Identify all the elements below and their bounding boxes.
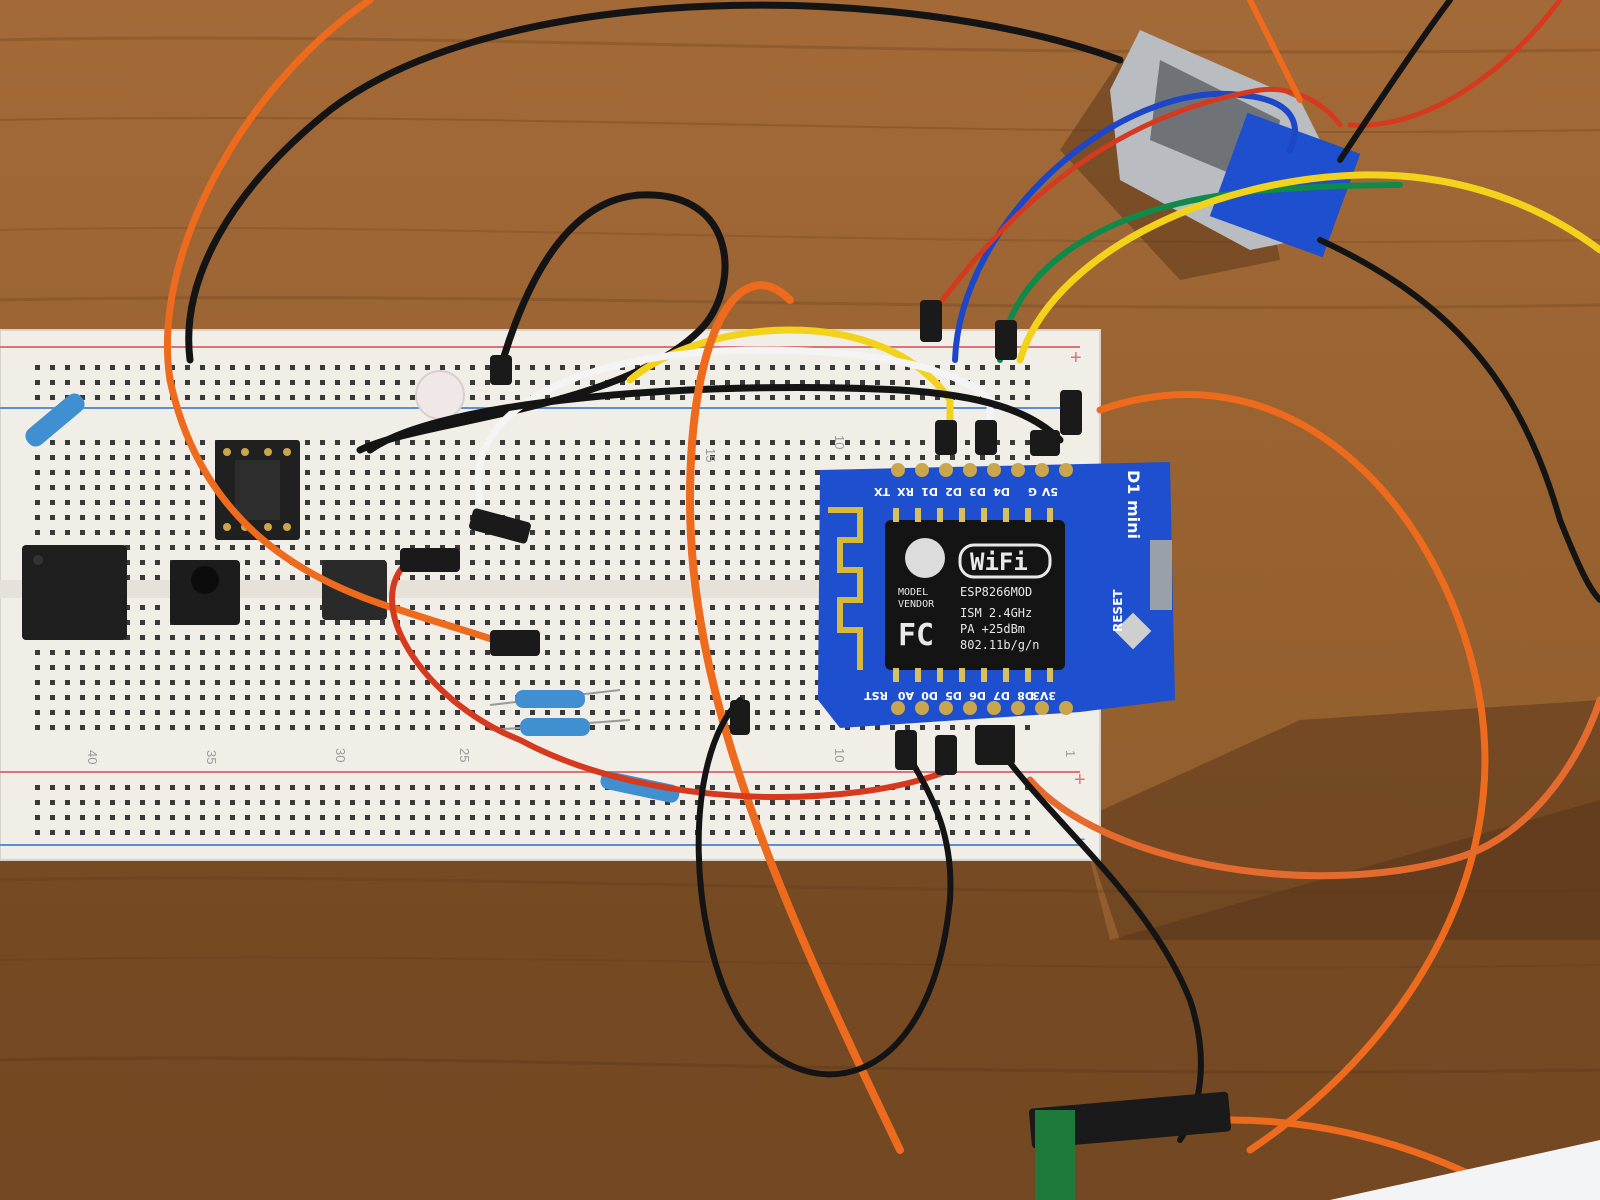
column-number-40: 40 bbox=[85, 750, 100, 764]
pin-label-d6: D6 bbox=[969, 689, 986, 702]
module-pins-top bbox=[893, 508, 1053, 522]
wire-green bbox=[997, 182, 1403, 363]
vendor-label: VENDOR bbox=[898, 599, 935, 610]
header-pins-top bbox=[891, 463, 1073, 477]
module-model: ESP8266MOD bbox=[960, 585, 1032, 599]
sensor-module bbox=[1035, 1110, 1075, 1200]
wire-black-right bbox=[1317, 237, 1600, 603]
push-button bbox=[170, 560, 240, 625]
wire-black-top bbox=[185, 1, 1124, 364]
usb-port bbox=[1150, 540, 1172, 610]
wire-blue bbox=[952, 90, 1298, 363]
d1-mini-board: WiFi MODEL VENDOR ESP8266MOD FC ISM 2.4G… bbox=[818, 462, 1175, 728]
pin-label-d8: D8 bbox=[1017, 689, 1034, 702]
resistor-2 bbox=[489, 689, 621, 708]
fcc-mark: FC bbox=[898, 618, 934, 653]
wire-red-top bbox=[932, 86, 1343, 313]
reset-button bbox=[1114, 612, 1152, 650]
pin-label-rst: RST bbox=[864, 689, 888, 702]
wire-black-mid bbox=[366, 384, 1064, 454]
column-number-30: 30 bbox=[333, 748, 348, 762]
wire-orange-big-loop bbox=[685, 281, 904, 1154]
ic-chip bbox=[22, 545, 127, 640]
column-number-25: 25 bbox=[457, 748, 472, 762]
wire-connectors bbox=[400, 300, 1232, 1149]
column-number-15: 15 bbox=[703, 448, 718, 462]
pin-label-d5: D5 bbox=[945, 689, 962, 702]
wire-orange-right-bottom bbox=[1026, 696, 1600, 880]
paper-sheet bbox=[1330, 1140, 1600, 1200]
led bbox=[415, 370, 465, 420]
wifi-logo bbox=[958, 543, 1052, 579]
ic-socket bbox=[215, 440, 300, 540]
components bbox=[22, 370, 680, 803]
pin-label-d0: D0 bbox=[921, 689, 938, 702]
wire-white bbox=[474, 346, 994, 504]
wire-black-loop bbox=[356, 191, 729, 454]
pin-label-d4: D4 bbox=[993, 485, 1010, 498]
header-pins-bottom bbox=[891, 701, 1073, 715]
espressif-logo-icon bbox=[905, 538, 945, 578]
pin-label-a0: A0 bbox=[897, 689, 914, 702]
spec-line-2: PA +25dBm bbox=[960, 622, 1025, 636]
resistor-1 bbox=[25, 393, 85, 447]
spec-line-3: 802.11b/g/n bbox=[960, 638, 1039, 652]
column-number-10b: 10 bbox=[832, 748, 847, 762]
column-number-1: 1 bbox=[1063, 750, 1078, 757]
pin-label-5v: 5V bbox=[1041, 485, 1058, 498]
wire-red-bottom bbox=[389, 557, 953, 800]
rail-sign-plus-top: + bbox=[1070, 347, 1082, 369]
wifi-logo-text: WiFi bbox=[970, 548, 1028, 576]
column-number-10: 10 bbox=[832, 435, 847, 449]
pin-label-d2: D2 bbox=[945, 485, 962, 498]
wire-black-bottom-loop bbox=[695, 697, 954, 1078]
module-pins-bottom bbox=[893, 668, 1053, 682]
pin-label-d1: D1 bbox=[921, 485, 938, 498]
pin-label-d7: D7 bbox=[993, 689, 1010, 702]
wire-red-right bbox=[1347, 0, 1563, 128]
reset-label: RESET bbox=[1111, 589, 1125, 632]
pin-label-tx: TX bbox=[873, 485, 890, 498]
wire-yellow-top bbox=[1016, 171, 1600, 364]
esp8266-module: WiFi MODEL VENDOR ESP8266MOD FC ISM 2.4G… bbox=[885, 508, 1065, 682]
wire-orange-right-loop bbox=[1096, 391, 1489, 1154]
wire-orange-top-right bbox=[1247, 0, 1303, 103]
wire-orange-long bbox=[163, 0, 524, 654]
pin-label-rx: RX bbox=[897, 485, 914, 498]
model-label: MODEL bbox=[898, 587, 928, 598]
wire-black-top-right bbox=[1337, 0, 1453, 163]
pin-label-3v3: 3V3 bbox=[1032, 689, 1056, 702]
board-name: D1 mini bbox=[1124, 470, 1143, 539]
resistor-3 bbox=[489, 718, 631, 736]
column-number-35: 35 bbox=[204, 750, 219, 764]
rail-sign-plus-bottom: + bbox=[1074, 769, 1086, 791]
spec-line-1: ISM 2.4GHz bbox=[960, 606, 1032, 620]
pin-label-d3: D3 bbox=[969, 485, 986, 498]
pin-label-g: G bbox=[1028, 485, 1037, 498]
push-button-2 bbox=[322, 560, 387, 620]
